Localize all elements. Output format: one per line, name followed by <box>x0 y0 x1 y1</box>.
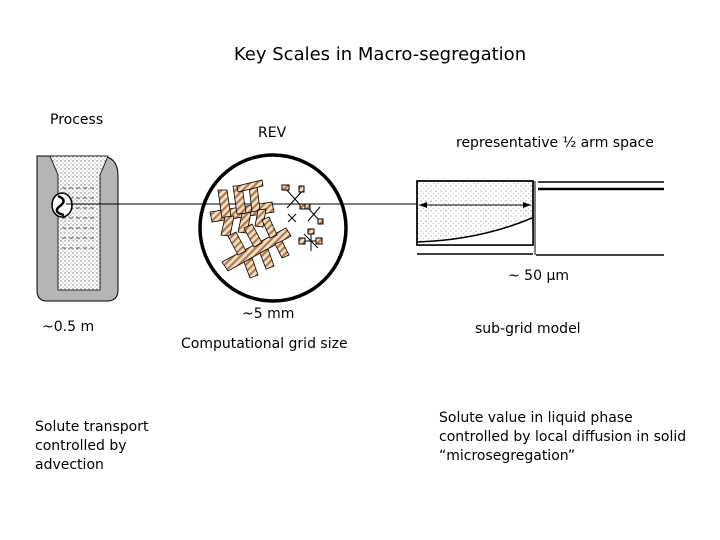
arm-note: Solute value in liquid phase controlled … <box>439 410 687 464</box>
process-label: Process <box>50 112 104 128</box>
sub-grid-model-label: sub-grid model <box>475 321 581 337</box>
diagram-title: Key Scales in Macro-segregation <box>233 44 527 65</box>
dimension-arrow <box>419 202 531 208</box>
rev-scale-label: ~5 mm <box>242 306 295 322</box>
process-scale-label: ~0.5 m <box>42 319 95 335</box>
rev-note: Computational grid size <box>181 336 348 352</box>
arm-scale-label: ~ 50 µm <box>508 268 569 284</box>
mould-ingot <box>36 155 119 302</box>
interface-curve <box>416 217 533 243</box>
equiaxed-grains <box>281 184 324 251</box>
arm-space-label: representative ½ arm space <box>456 135 654 151</box>
arm-space-box <box>416 180 664 256</box>
rev-label: REV <box>258 125 287 141</box>
columnar-dendrites <box>209 179 292 279</box>
rev-circle <box>198 153 348 303</box>
process-note: Solute transport controlled by advection <box>35 419 149 473</box>
convection-swirl-icon <box>51 192 73 218</box>
